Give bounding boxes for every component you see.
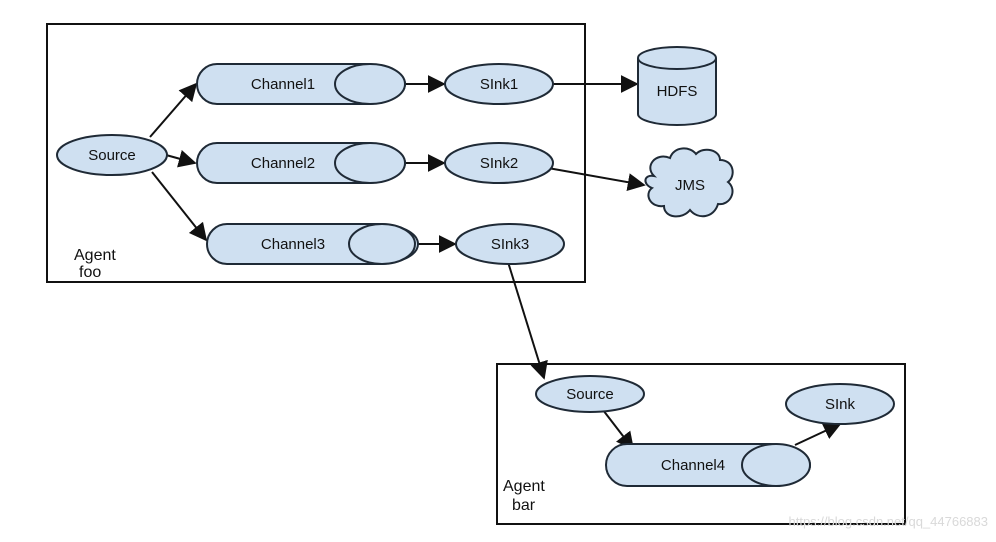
sink3-node: SInk3 bbox=[455, 223, 565, 265]
bar-sink-node: SInk bbox=[785, 383, 895, 425]
agent-bar-label-line2: bar bbox=[512, 497, 536, 514]
agent-foo-label-line1: Agent bbox=[74, 247, 116, 264]
agent-foo-label-line2: foo bbox=[79, 264, 101, 281]
agent-bar-label-line1: Agent bbox=[503, 478, 545, 495]
edge-sink2-jms bbox=[547, 167, 646, 192]
channel4-label: Channel4 bbox=[661, 457, 725, 474]
edge-sink3-bar-source bbox=[507, 261, 548, 380]
channel1-node: Channel1 bbox=[196, 63, 406, 105]
foo-source-node: Source bbox=[56, 134, 168, 176]
edge-source-channel3 bbox=[151, 171, 208, 242]
jms-cloud-icon: JMS bbox=[644, 147, 734, 218]
agent-foo-box bbox=[46, 23, 586, 283]
sink1-node: SInk1 bbox=[444, 63, 554, 105]
bar-source-label: Source bbox=[566, 386, 614, 403]
edge-channel4-bar-sink bbox=[794, 422, 842, 446]
jms-label: JMS bbox=[675, 177, 705, 194]
hdfs-label: HDFS bbox=[657, 83, 698, 100]
hdfs-database-icon: HDFS bbox=[637, 46, 717, 126]
edge-bar-source-channel4 bbox=[602, 409, 635, 451]
bar-sink-label: SInk bbox=[825, 396, 856, 413]
edge-source-channel2 bbox=[165, 150, 197, 168]
channel2-node: Channel2 bbox=[196, 142, 406, 184]
sink2-label: SInk2 bbox=[480, 155, 518, 172]
channel2-label: Channel2 bbox=[251, 155, 315, 172]
sink3-label: SInk3 bbox=[491, 236, 529, 253]
bar-source-node: Source bbox=[535, 375, 645, 413]
channel4-node: Channel4 bbox=[605, 443, 811, 487]
edge-source-channel1 bbox=[149, 82, 198, 138]
channel3-label: Channel3 bbox=[261, 236, 325, 253]
channel3-node: Channel3 bbox=[206, 223, 419, 265]
edges bbox=[149, 75, 842, 451]
watermark: https://blog.csdn.net/qq_44766883 bbox=[789, 514, 989, 529]
foo-source-label: Source bbox=[88, 147, 136, 164]
sink2-node: SInk2 bbox=[444, 142, 554, 184]
agent-bar-box bbox=[496, 363, 906, 525]
sink1-label: SInk1 bbox=[480, 76, 518, 93]
channel1-label: Channel1 bbox=[251, 76, 315, 93]
